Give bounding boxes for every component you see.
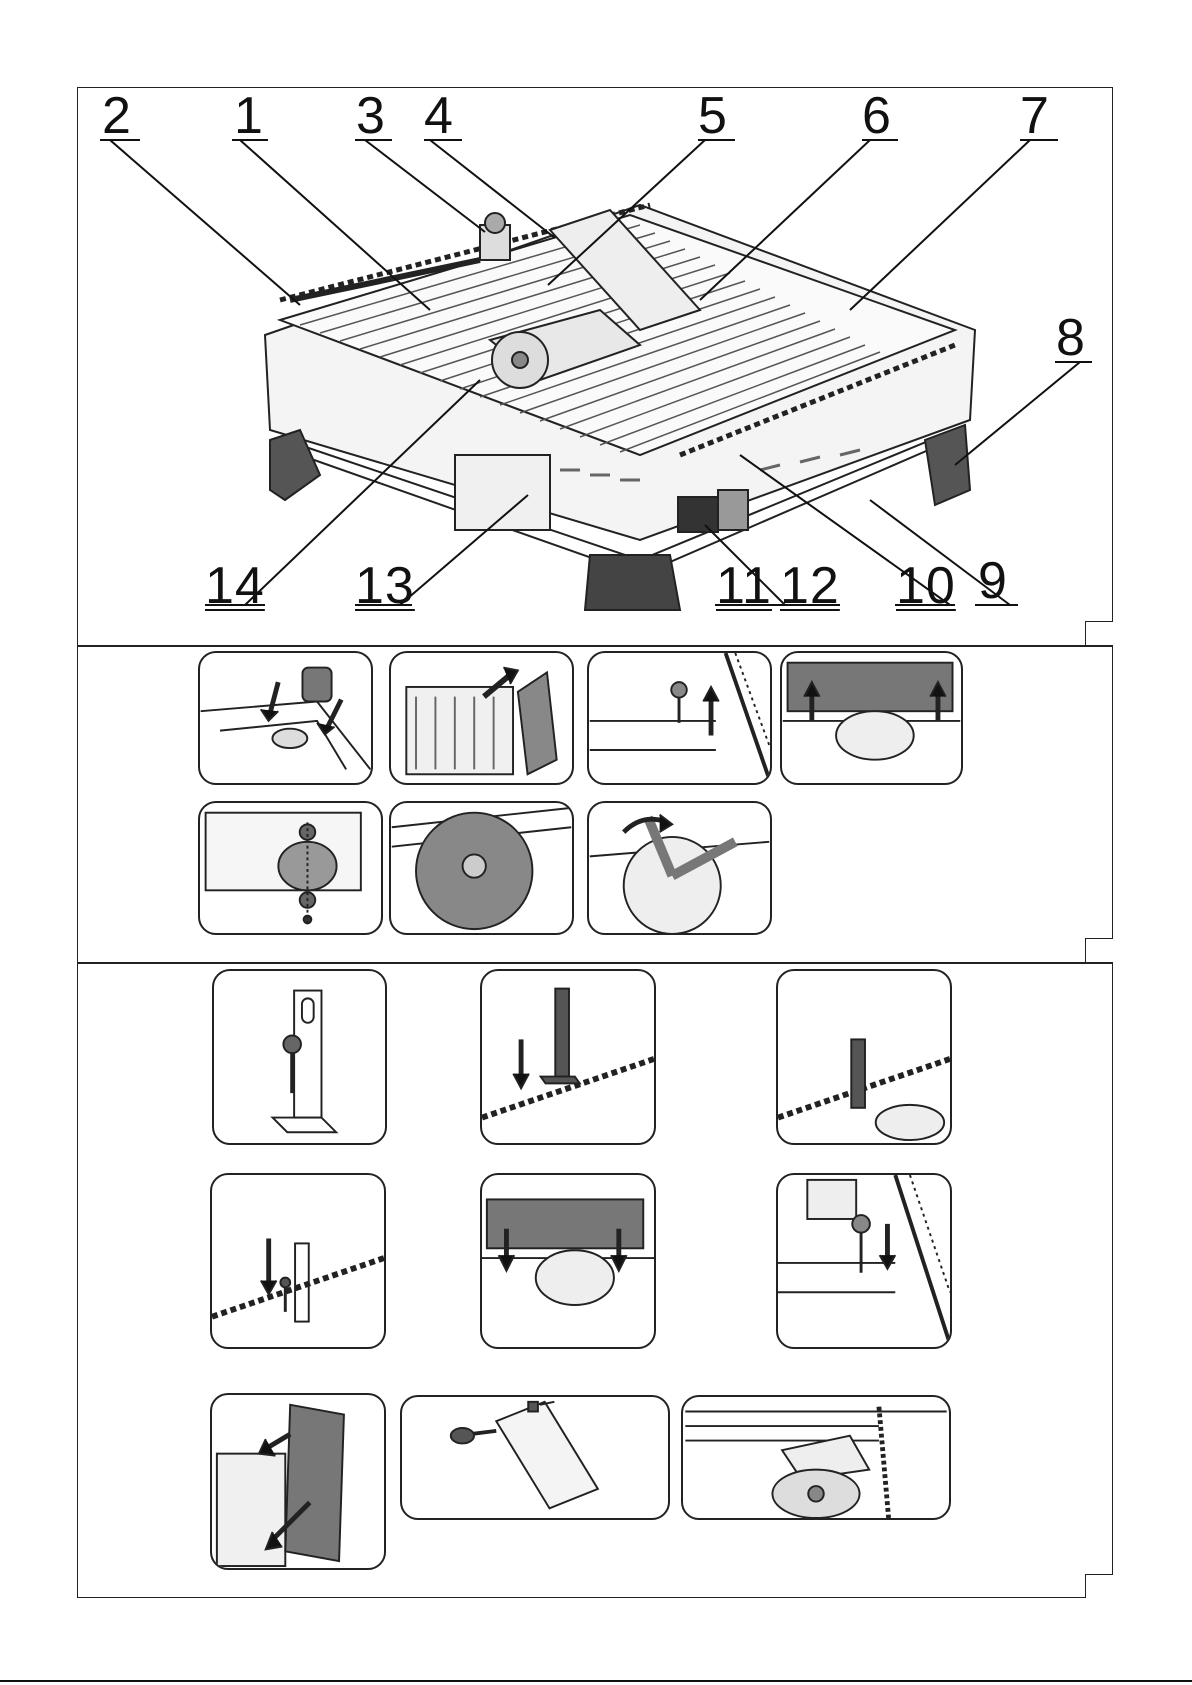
page-bottom-rule: [0, 1680, 1192, 1682]
step-panel-bracket-screw: [212, 969, 387, 1145]
step-panel-bracket-fix: [210, 1173, 386, 1349]
section-corner-b: [1085, 938, 1113, 962]
callout-label-10: 10: [896, 560, 956, 612]
callout-label-2: 2: [102, 90, 132, 142]
callout-label-6: 6: [862, 90, 892, 142]
callout-label-3: 3: [356, 90, 386, 142]
callout-label-13: 13: [355, 560, 415, 612]
step-panel-guide-installed: [681, 1395, 951, 1520]
step-panel-wrench-tighten: [587, 801, 772, 935]
callout-label-11: 11: [716, 560, 772, 612]
step-panel-guard-lift: [780, 651, 963, 785]
step-panel-blade-assembly: [198, 801, 383, 935]
step-panel-extension-table: [389, 651, 574, 785]
section-divider-1: [77, 645, 1113, 647]
callout-label-8: 8: [1056, 312, 1086, 364]
callout-label-12: 12: [780, 560, 840, 612]
step-panel-extension-remove: [210, 1393, 386, 1570]
callout-label-4: 4: [424, 90, 454, 142]
section-corner-c: [1085, 1574, 1113, 1598]
callout-label-7: 7: [1020, 90, 1050, 142]
callout-label-14: 14: [205, 560, 265, 612]
step-panel-guard-lower: [480, 1173, 656, 1349]
step-panel-guide-parts: [400, 1395, 670, 1520]
callout-label-5: 5: [698, 90, 728, 142]
callout-label-1: 1: [234, 90, 264, 142]
step-panel-blade-mounted: [389, 801, 574, 935]
step-panel-bracket-place: [480, 969, 656, 1145]
step-panel-bracket-installed: [776, 969, 952, 1145]
callout-label-9: 9: [978, 555, 1008, 607]
step-panel-scale-screw: [587, 651, 772, 785]
step-panel-knob-insert: [198, 651, 373, 785]
section-divider-2: [77, 962, 1113, 964]
step-panel-scale-screw-lower: [776, 1173, 952, 1349]
